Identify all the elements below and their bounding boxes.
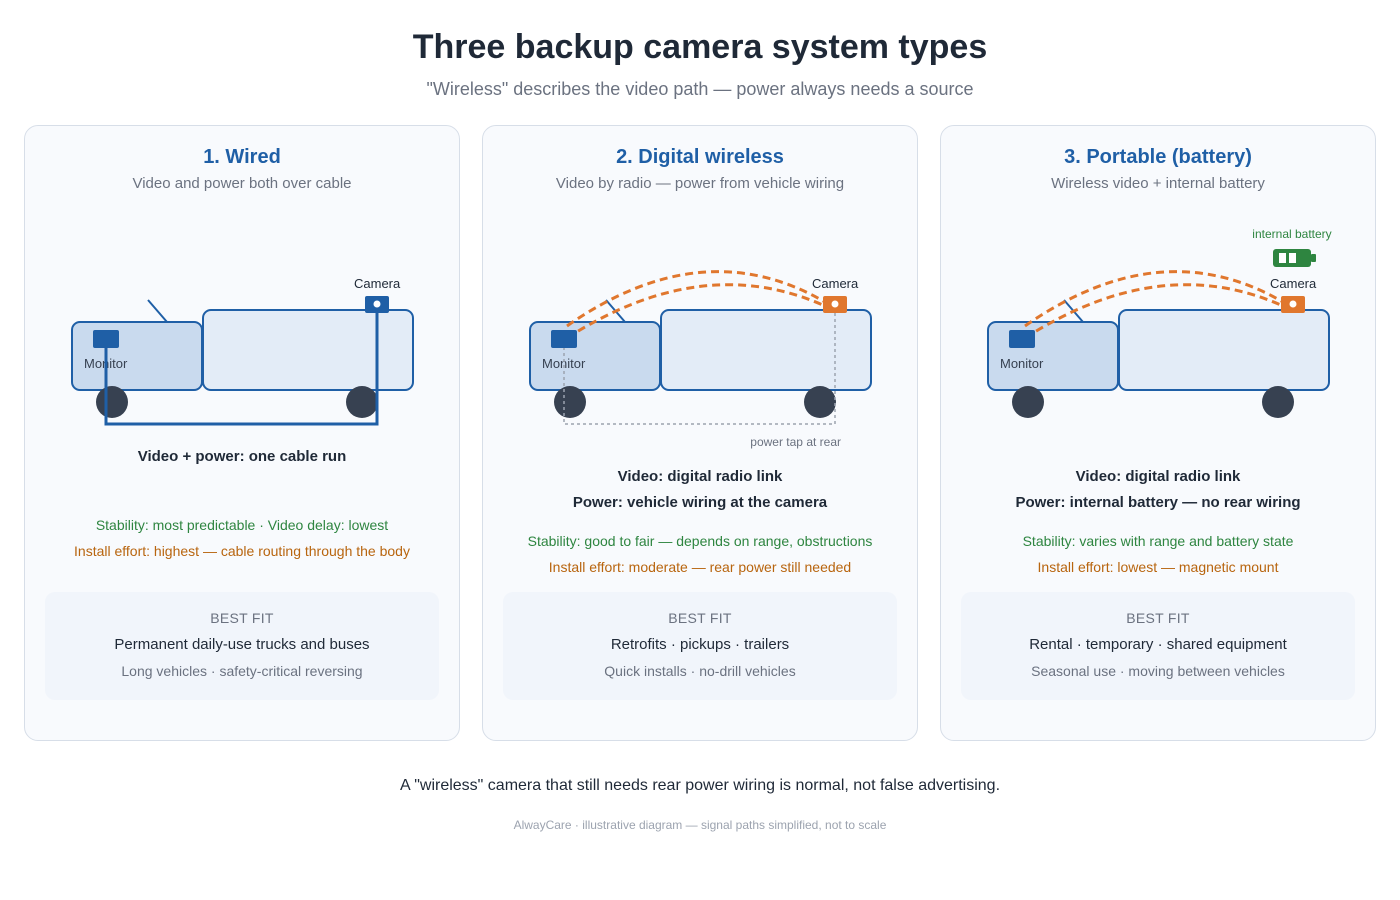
- power-tap-label: power tap at rear: [750, 435, 841, 449]
- rear-wheel: [346, 386, 378, 418]
- battery-cell: [1289, 253, 1296, 263]
- monitor-icon: [93, 330, 119, 348]
- best-fit-primary: Retrofits · pickups · trailers: [610, 636, 790, 653]
- desc-line-power: Power: internal battery — no rear wiring: [1015, 494, 1301, 511]
- best-fit-heading: BEST FIT: [1126, 610, 1190, 626]
- card-subtitle: Video by radio — power from vehicle wiri…: [555, 175, 845, 192]
- portable-battery-diagram: internal battery Monitor Camera: [987, 227, 1332, 418]
- truck-body: [660, 309, 872, 391]
- card-title: 1. Wired: [203, 146, 281, 168]
- camera-lens-icon: [1289, 300, 1297, 308]
- camera-label: Camera: [354, 276, 401, 291]
- battery-label: internal battery: [1252, 227, 1331, 241]
- best-fit-primary: Rental · temporary · shared equipment: [1029, 636, 1287, 653]
- battery-terminal: [1311, 254, 1316, 262]
- digital-wireless-diagram: Monitor Camera power tap at rear: [529, 270, 872, 449]
- card-title: 2. Digital wireless: [616, 146, 784, 168]
- effort-text: Install effort: moderate — rear power st…: [548, 559, 852, 575]
- card-subtitle: Video and power both over cable: [132, 175, 352, 192]
- best-fit-panel: BEST FIT Rental · temporary · shared equ…: [961, 592, 1355, 700]
- effort-text: Install effort: highest — cable routing …: [74, 543, 410, 559]
- best-fit-panel: BEST FIT Permanent daily-use trucks and …: [45, 592, 439, 700]
- best-fit-secondary: Quick installs · no-drill vehicles: [604, 663, 796, 679]
- best-fit-secondary: Seasonal use · moving between vehicles: [1031, 663, 1285, 679]
- camera-lens-icon: [373, 300, 381, 308]
- battery-cell: [1279, 253, 1286, 263]
- radio-link-inner: [1024, 283, 1284, 340]
- rear-wheel: [804, 386, 836, 418]
- monitor-icon: [551, 330, 577, 348]
- card-title: 3. Portable (battery): [1064, 146, 1252, 168]
- monitor-label: Monitor: [1000, 356, 1044, 371]
- power-tap-wire: [563, 312, 836, 425]
- card-wired: 1. Wired Video and power both over cable…: [24, 125, 460, 741]
- monitor-icon: [1009, 330, 1035, 348]
- page-subtitle: "Wireless" describes the video path — po…: [426, 79, 974, 99]
- effort-text: Install effort: lowest — magnetic mount: [1037, 559, 1279, 575]
- best-fit-secondary: Long vehicles · safety-critical reversin…: [121, 663, 363, 679]
- best-fit-panel: BEST FIT Retrofits · pickups · trailers …: [503, 592, 897, 700]
- best-fit-heading: BEST FIT: [210, 610, 274, 626]
- best-fit-primary: Permanent daily-use trucks and buses: [114, 636, 370, 653]
- radio-link-outer: [566, 270, 826, 328]
- card-digital-wireless: 2. Digital wireless Video by radio — pow…: [482, 125, 918, 741]
- desc-line: Video + power: one cable run: [137, 448, 347, 465]
- footer-note: A "wireless" camera that still needs rea…: [399, 777, 1001, 794]
- footer-credit: AlwayCare · illustrative diagram — signa…: [513, 818, 887, 832]
- camera-label: Camera: [1270, 276, 1317, 291]
- front-wheel: [1012, 386, 1044, 418]
- radio-link-outer: [1024, 270, 1284, 328]
- rear-wheel: [1262, 386, 1294, 418]
- camera-lens-icon: [831, 300, 839, 308]
- antenna: [147, 299, 168, 323]
- camera-label: Camera: [812, 276, 859, 291]
- desc-line-power: Power: vehicle wiring at the camera: [572, 494, 828, 511]
- stability-text: Stability: varies with range and battery…: [1022, 533, 1294, 549]
- wired-diagram: Monitor Camera: [71, 276, 414, 426]
- monitor-label: Monitor: [542, 356, 586, 371]
- stability-text: Stability: most predictable · Video dela…: [95, 517, 389, 533]
- truck-body: [1118, 309, 1330, 391]
- desc-line-video: Video: digital radio link: [617, 468, 783, 485]
- front-wheel: [554, 386, 586, 418]
- stability-text: Stability: good to fair — depends on ran…: [527, 533, 873, 549]
- radio-link-inner: [566, 283, 826, 340]
- truck-body: [202, 309, 414, 391]
- best-fit-heading: BEST FIT: [668, 610, 732, 626]
- page-title: Three backup camera system types: [412, 28, 988, 66]
- cable-run: [104, 311, 379, 426]
- card-portable-battery: 3. Portable (battery) Wireless video + i…: [940, 125, 1376, 741]
- front-wheel: [96, 386, 128, 418]
- desc-line-video: Video: digital radio link: [1075, 468, 1241, 485]
- card-subtitle: Wireless video + internal battery: [1051, 175, 1265, 192]
